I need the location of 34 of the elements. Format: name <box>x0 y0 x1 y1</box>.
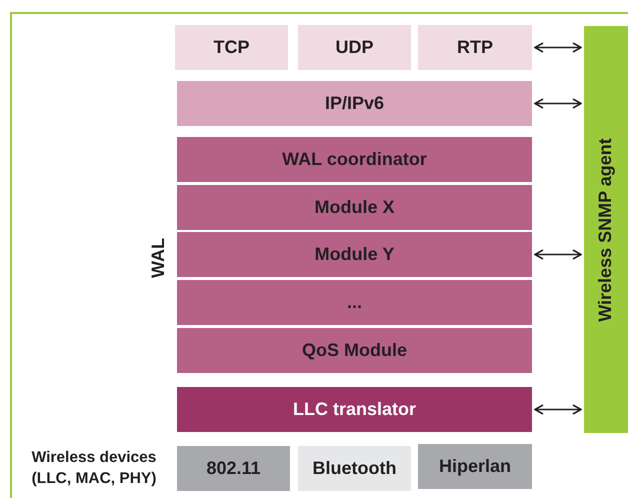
layer-box <box>175 25 288 70</box>
layer-box <box>177 387 532 432</box>
layer-label: Module X <box>314 197 394 218</box>
layer-box <box>177 328 532 373</box>
layer-label: 802.11 <box>206 458 261 479</box>
layer-label: Hiperlan <box>438 456 512 477</box>
layer-box <box>177 81 532 126</box>
double-arrow <box>534 249 582 260</box>
double-arrow <box>534 98 582 109</box>
layer-box <box>177 280 532 325</box>
layer-label: LLC translator <box>292 399 416 420</box>
layer-label: Wireless SNMP agent <box>595 138 616 322</box>
layer-box <box>298 446 411 491</box>
layer-label: TCP <box>214 37 250 58</box>
group-label: WAL <box>147 238 169 278</box>
layer-label: UDP <box>335 37 374 58</box>
layer-box <box>418 25 532 70</box>
layer-label: WAL coordinator <box>282 149 427 170</box>
layer-label: RTP <box>457 37 493 58</box>
layer-label: Bluetooth <box>312 458 396 479</box>
layer-box <box>177 446 290 491</box>
layer-label: QoS Module <box>302 340 407 361</box>
row-label: Wireless devices (LLC, MAC, PHY) <box>30 448 158 489</box>
layer-label: Module Y <box>314 244 394 265</box>
layer-box <box>177 137 532 182</box>
layer-label: ... <box>346 292 362 313</box>
double-arrow <box>534 42 582 53</box>
double-arrow <box>534 404 582 415</box>
agent-bar <box>584 26 628 433</box>
layer-box <box>418 444 532 489</box>
layer-label: IP/IPv6 <box>324 93 384 114</box>
layer-box <box>177 232 532 277</box>
layer-box <box>177 185 532 230</box>
layer-box <box>298 25 411 70</box>
